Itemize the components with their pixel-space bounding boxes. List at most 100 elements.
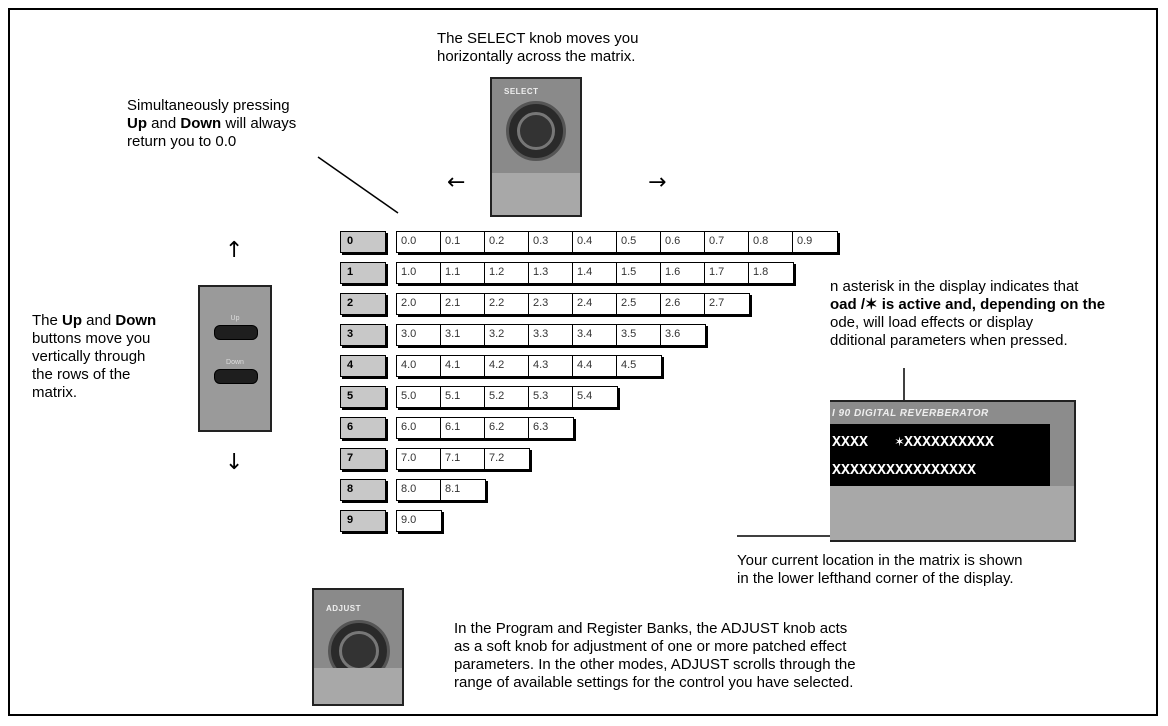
simultaneous-line: Simultaneously pressing [127,97,290,114]
matrix-cell: 5.0 [397,387,441,407]
diagram-frame [8,8,1158,716]
select-panel-base [492,173,580,215]
matrix-cell: 8.0 [397,480,441,500]
matrix-row-key: 2 [340,293,386,315]
matrix-row-key: 4 [340,355,386,377]
display-screen: XXXX ✶XXXXXXXXXX XXXXXXXXXXXXXXXX [830,424,1050,486]
matrix-cell: 1.8 [753,266,769,278]
matrix-cell: 2.6 [661,294,705,314]
select-caption-line: The SELECT knob moves you [437,30,639,47]
matrix-cell: 5.3 [529,387,573,407]
matrix-cell: 1.3 [529,263,573,283]
display-header: I 90 DIGITAL REVERBERATOR [832,408,989,419]
and-word: and [147,115,181,132]
matrix-cell: 5.2 [485,387,529,407]
location-line: Your current location in the matrix is s… [737,552,1023,569]
matrix-cell: 2.5 [617,294,661,314]
asterisk-line: ode, will load effects or display [830,314,1034,331]
simultaneous-caption: Simultaneously pressing Up and Down will… [127,97,296,151]
adjust-panel-base [314,668,402,704]
asterisk-line: oad /✶ is active and, depending on the [830,296,1106,313]
adjust-knob-panel: ADJUST [312,588,404,706]
matrix-row-key: 5 [340,386,386,408]
adjust-knob-cap [339,631,379,671]
matrix-cell: 4.0 [397,356,441,376]
matrix-cell: 2.3 [529,294,573,314]
down-button[interactable] [214,369,258,384]
matrix-cell: 0.4 [573,232,617,252]
updown-line: the rows of the [32,366,131,383]
matrix-cell: 0.1 [441,232,485,252]
matrix-cell: 1.1 [441,263,485,283]
matrix-cell: 3.1 [441,325,485,345]
up-word: Up [127,115,147,132]
matrix-cell: 2.7 [709,297,725,309]
select-knob[interactable] [506,101,566,161]
updown-line: buttons move you [32,330,151,347]
left-arrow-icon: ← [447,170,466,195]
matrix-row-key: 0 [340,231,386,253]
asterisk-caption: n asterisk in the display indicates that… [830,278,1105,350]
matrix-cell: 4.3 [529,356,573,376]
matrix-cell: 6.3 [533,421,549,433]
matrix-cell: 0.3 [529,232,573,252]
matrix-cell: 5.1 [441,387,485,407]
adjust-line: parameters. In the other modes, ADJUST s… [454,656,856,673]
matrix-row-key: 1 [340,262,386,284]
matrix-cell: 8.1 [445,483,461,495]
updown-line: vertically through [32,348,146,365]
updown-line: The Up and Down [32,312,156,330]
down-word: Down [180,115,222,132]
select-caption: The SELECT knob moves you horizontally a… [437,30,639,66]
matrix-cell: 0.7 [705,232,749,252]
matrix-cell: 3.5 [617,325,661,345]
the-word: The [32,312,63,329]
asterisk-line: dditional parameters when pressed. [830,332,1068,349]
matrix-cell: 1.0 [397,263,441,283]
matrix-cell: 1.2 [485,263,529,283]
right-arrow-icon: → [648,170,667,195]
down-word: Down [115,312,157,329]
display-panel: I 90 DIGITAL REVERBERATOR XXXX ✶XXXXXXXX… [830,400,1076,542]
matrix-cell: 0.8 [749,232,793,252]
simultaneous-line: Up and Down will always [127,115,296,133]
adjust-line: In the Program and Register Banks, the A… [454,620,848,637]
display-line: XXXXXXXXXXXXXXXX [832,462,977,479]
location-line: in the lower lefthand corner of the disp… [737,570,1014,587]
matrix-cell: 7.1 [441,449,485,469]
matrix-cell: 1.6 [661,263,705,283]
matrix-cells: 9.0 [396,510,442,532]
select-panel-label: SELECT [504,87,539,96]
down-arrow-icon: ↓ [225,450,244,475]
up-button[interactable] [214,325,258,340]
down-button-label: Down [226,359,244,366]
adjust-caption: In the Program and Register Banks, the A… [454,620,856,692]
matrix-cell: 9.0 [401,514,417,526]
matrix-cell: 4.1 [441,356,485,376]
matrix-cell: 4.2 [485,356,529,376]
matrix-cell: 5.4 [577,390,593,402]
updown-caption: The Up and Down buttons move you vertica… [32,312,156,402]
matrix-cell: 4.5 [621,359,637,371]
matrix-cell: 1.5 [617,263,661,283]
matrix-cell: 3.6 [665,328,681,340]
will-always-text: will always [221,115,297,132]
matrix-cell: 0.9 [797,235,813,247]
simultaneous-line: return you to 0.0 [127,133,237,150]
matrix-cell: 3.4 [573,325,617,345]
select-caption-line: horizontally across the matrix. [437,48,636,65]
matrix-cells: 8.0 8.1 [396,479,486,501]
